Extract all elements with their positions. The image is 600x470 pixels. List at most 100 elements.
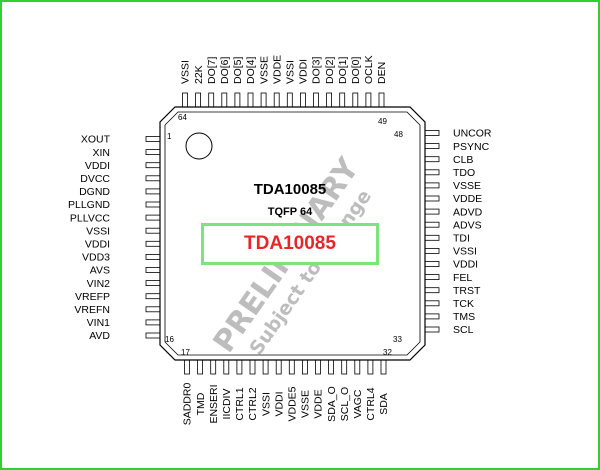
pin-label-vrefp: VREFP [75,291,110,303]
pin-lead-right [424,300,440,307]
pin-lead-right [424,261,440,267]
pin-label-xout: XOUT [81,134,111,146]
package-type: TQFP 64 [268,206,313,218]
pin-number-64: 64 [178,113,187,122]
pin-number-33: 33 [393,335,402,344]
pin-label-do-0: DO[0] [350,56,362,84]
pin-label-xin: XIN [92,147,110,159]
pin-lead-right [424,208,440,215]
pin-lead-left [145,175,161,182]
pin-lead-bottom [328,359,335,375]
pin-lead-top [286,92,293,108]
pin-label-vssi: VSSI [285,60,297,84]
pin-label-do-2: DO[2] [324,56,336,84]
pin-lead-bottom [315,359,321,375]
pin-label-vdde: VDDE [271,55,283,84]
pin-lead-bottom [367,359,374,375]
pin-label-vssi: VSSI [86,225,110,237]
pin-label-avs: AVS [90,265,110,277]
pin-label-do-5: DO[5] [232,56,244,84]
pin-lead-bottom [236,359,243,375]
pin-label-22k: 22K [193,65,205,84]
pin-label-den: DEN [376,62,388,84]
pin-lead-left [145,332,161,339]
pin-lead-left [145,253,161,260]
pin-label-do-6: DO[6] [219,56,231,84]
pin-lead-top [273,92,280,108]
pin-lead-bottom [184,359,190,375]
pin-lead-left [145,188,161,195]
pin-label-tmd: TMD [195,392,207,415]
pin-lead-bottom [223,359,230,375]
part-number: TDA10085 [254,181,327,198]
pin-lead-top [221,92,228,108]
pin-lead-top [352,92,359,108]
pin-label-avd: AVD [89,330,110,342]
pin-label-do-7: DO[7] [206,56,218,84]
pin-label-ctrl2: CTRL2 [247,387,259,420]
pin-label-vdde5: VDDE5 [287,386,299,421]
pin-lead-right [424,313,440,320]
pin-lead-left [145,214,161,221]
pin-lead-top [365,92,372,108]
pin-label-ctrl1: CTRL1 [234,387,246,420]
pin-label-vin1: VIN1 [87,317,111,329]
pin-lead-top [326,92,333,108]
pin-label-pllvcc: PLLVCC [70,212,110,224]
pin-lead-left [145,280,161,287]
pin-lead-bottom [210,359,217,375]
pin-label-enseri: ENSERI [208,384,220,423]
pin-label-fel: FEL [453,272,472,284]
pin-label-do-3: DO[3] [311,56,323,84]
pin-lead-right [424,169,440,176]
pin-label-vddi: VDDI [453,259,478,271]
pin-lead-left [145,267,161,273]
pin-label-clb: CLB [453,154,473,166]
pin-lead-top [339,92,346,108]
pin-label-psync: PSYNC [453,141,490,153]
pin-label-dgnd: DGND [79,186,110,198]
pin-lead-top [195,92,202,108]
pin-label-do-1: DO[1] [337,56,349,84]
pin-lead-bottom [288,359,295,375]
pin-lead-left [145,240,161,247]
pin-lead-bottom [301,359,308,375]
pin-label-vsse: VSSE [300,390,312,418]
pin-label-pllgnd: PLLGND [68,199,110,211]
pin-lead-right [424,195,440,202]
pin-lead-left [145,306,161,313]
pin-lead-left [145,136,161,142]
pin-label-vddi: VDDI [85,239,110,251]
pin-label-vdde: VDDE [453,193,482,205]
pin-label-vrefn: VREFN [74,304,110,316]
pin-group: XOUTXINVDDIDVCCDGNDPLLGNDPLLVCCVSSIVDDIV… [68,55,492,425]
highlight-box: TDA10085 [201,223,379,265]
pin-label-advd: ADVD [453,206,483,218]
pin-label-do-4: DO[4] [245,56,257,84]
pin-lead-bottom [249,359,256,375]
pin-label-ctrl4: CTRL4 [365,387,377,420]
pin-lead-left [145,227,161,234]
pin-lead-right [424,326,440,333]
pin-label-vagc: VAGC [352,389,364,418]
pin-lead-top [182,92,188,108]
pin-lead-right [424,274,440,281]
pin-lead-right [424,287,440,294]
pin-label-tms: TMS [453,311,475,323]
pin-label-vddi: VDDI [273,391,285,416]
pin-label-iicdiv: IICDIV [221,389,233,420]
pin-label-vssi: VSSI [260,392,272,416]
pin-label-uncor: UNCOR [453,128,492,140]
pin-label-vdd3: VDD3 [82,252,110,264]
pin-lead-right [424,247,440,254]
pin-label-vssi: VSSI [453,246,477,258]
pin-lead-right [424,143,440,150]
pin-label-vsse: VSSE [258,56,270,84]
pin-lead-left [145,319,161,326]
pin-label-vdde: VDDE [313,389,325,418]
pin-label-vsse: VSSE [453,180,481,192]
pin-lead-left [145,201,161,208]
pin-lead-right [424,234,440,241]
pin-number-48: 48 [394,130,403,139]
pin-label-tdi: TDI [453,233,470,245]
